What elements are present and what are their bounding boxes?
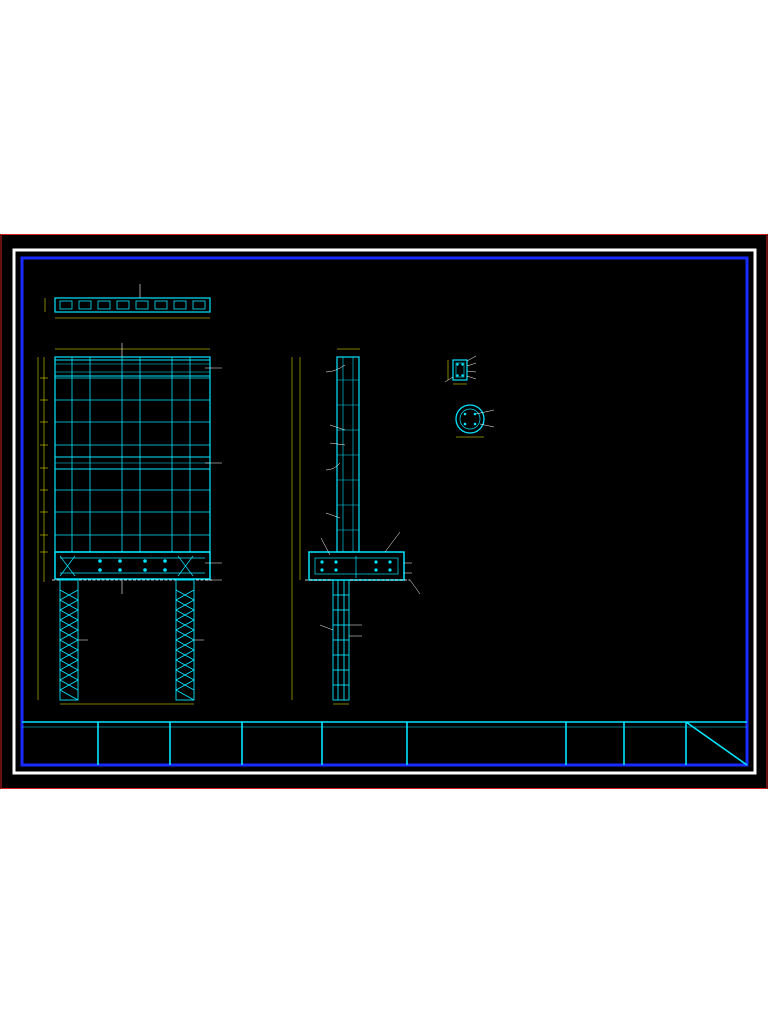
- outer-border: [0, 234, 768, 789]
- sheet-frame: [12, 248, 757, 775]
- section-view: [291, 348, 421, 705]
- footing-beam: [54, 551, 211, 580]
- plan-beam: [54, 297, 211, 313]
- title-block: [22, 721, 748, 766]
- drawing-area: [0, 234, 768, 789]
- beam-detail: [444, 355, 477, 385]
- elevation-view: [37, 343, 222, 705]
- column-detail: [455, 404, 495, 438]
- section-pile: [332, 579, 350, 701]
- pile-right: [175, 579, 195, 701]
- plan-view: [44, 284, 211, 319]
- inner-border: [20, 256, 749, 767]
